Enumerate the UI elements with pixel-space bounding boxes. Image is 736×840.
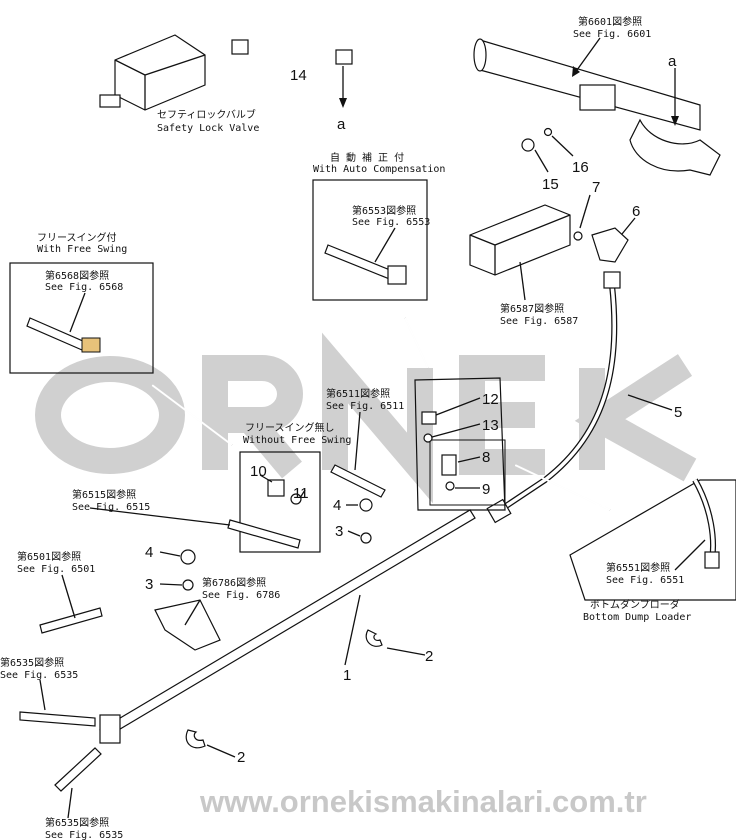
free-swing-part — [26, 292, 101, 353]
callout-1: 1 — [343, 667, 351, 684]
fig6535a-jp: 第6535図参照 — [0, 656, 64, 669]
fig6551-en: See Fig. 6551 — [606, 575, 684, 586]
hose-14 — [204, 6, 353, 108]
auto-comp-en: With Auto Compensation — [313, 164, 445, 175]
bottom-dump-part — [674, 478, 720, 571]
callout-4: 4 — [333, 497, 341, 514]
fitting-box-12-13 — [414, 377, 506, 511]
free-swing-en: With Free Swing — [37, 244, 127, 255]
fig6551-jp: 第6551図参照 — [606, 561, 670, 574]
watermark-url: www.ornekismakinalari.com.tr — [199, 784, 647, 819]
valve-block-6587 — [469, 194, 636, 301]
callout-a: a — [668, 53, 677, 70]
fitting-box-8-9 — [429, 439, 506, 506]
fig6501-en: See Fig. 6501 — [17, 564, 95, 575]
bottom-dump-box — [569, 479, 736, 601]
callout-6: 6 — [632, 203, 640, 220]
callout-15: 15 — [542, 176, 559, 193]
pipe-6601 — [473, 37, 721, 176]
free-swing-box — [9, 262, 154, 374]
fig6568-jp: 第6568図参照 — [45, 269, 109, 282]
fig6511-jp: 第6511図参照 — [326, 387, 390, 400]
callout-14: 14 — [290, 67, 307, 84]
fig6786-en: See Fig. 6786 — [202, 590, 280, 601]
fig6511-en: See Fig. 6511 — [326, 401, 404, 412]
auto-comp-part — [324, 227, 407, 285]
callout-2: 2 — [425, 648, 433, 665]
side-hoses — [19, 397, 481, 819]
bottom-dump-en: Bottom Dump Loader — [583, 612, 691, 623]
fig6601-jp: 第6601図参照 — [578, 15, 642, 28]
bottom-dump-jp: ボトムダンプローダ — [590, 598, 680, 611]
double-arrows — [151, 317, 611, 511]
callout-9: 9 — [482, 481, 490, 498]
callout-7: 7 — [592, 179, 600, 196]
callout-3: 3 — [335, 523, 343, 540]
callout-11: 11 — [293, 485, 309, 502]
free-swing-jp: フリースイング付 — [37, 231, 117, 244]
safety-lock-valve — [99, 34, 206, 111]
callout-12: 12 — [482, 391, 499, 408]
no-free-swing-box — [239, 451, 321, 553]
callout-16: 16 — [572, 159, 589, 176]
fig6587-en: See Fig. 6587 — [500, 316, 578, 327]
callout-10: 10 — [250, 463, 267, 480]
fig6535b-en: See Fig. 6535 — [45, 830, 123, 840]
labels: セフティロックバルブ Safety Lock Valve 第6601図参照 Se… — [0, 15, 691, 840]
fig6553-jp: 第6553図参照 — [352, 204, 416, 217]
fig6601-en: See Fig. 6601 — [573, 29, 651, 40]
fig6501-jp: 第6501図参照 — [17, 550, 81, 563]
fig6535b-jp: 第6535図参照 — [45, 816, 109, 829]
fig6786-jp: 第6786図参照 — [202, 576, 266, 589]
fig6553-en: See Fig. 6553 — [352, 217, 430, 228]
fig6587-jp: 第6587図参照 — [500, 302, 564, 315]
safety-valve-jp: セフティロックバルブ — [157, 108, 256, 121]
fig6568-en: See Fig. 6568 — [45, 282, 123, 293]
no-free-swing-en: Without Free Swing — [243, 435, 351, 446]
fig6535a-en: See Fig. 6535 — [0, 670, 78, 681]
callout-4: 4 — [145, 544, 153, 561]
safety-valve-en: Safety Lock Valve — [157, 123, 259, 134]
callout-8: 8 — [482, 449, 490, 466]
watermark-logo — [35, 332, 697, 504]
callout-3: 3 — [145, 576, 153, 593]
callout-5: 5 — [674, 404, 682, 421]
no-free-swing-jp: フリースイング無し — [245, 421, 335, 434]
callouts: a a 14 16 15 7 6 5 12 13 8 9 10 11 4 3 4… — [145, 53, 682, 766]
callout-a: a — [337, 116, 346, 133]
callout-13: 13 — [482, 417, 499, 434]
callout-2: 2 — [237, 749, 245, 766]
auto-comp-jp: 自 動 補 正 付 — [330, 151, 404, 164]
main-tube-1 — [99, 509, 476, 758]
fig6515-jp: 第6515図参照 — [72, 488, 136, 501]
auto-compensation-box — [312, 179, 428, 301]
fig6515-en: See Fig. 6515 — [72, 502, 150, 513]
